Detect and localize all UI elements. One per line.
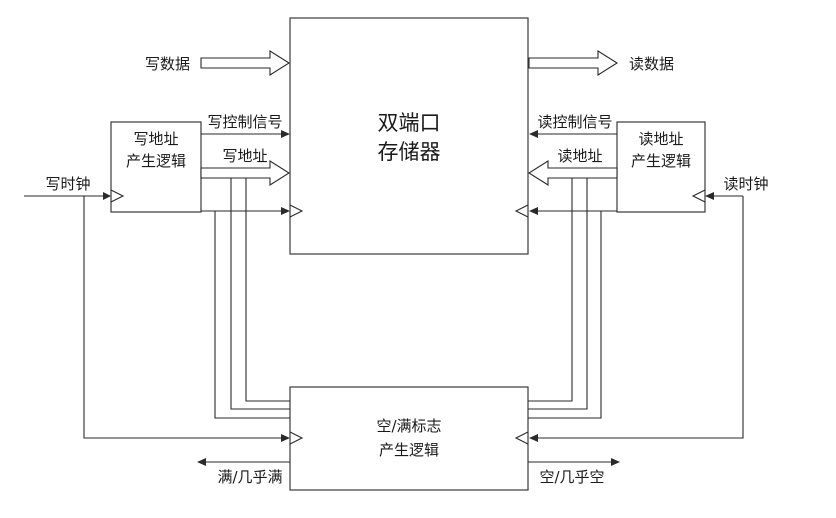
read-addr-gen-label-line1: 读地址 [638,130,683,148]
read-address-generator-block: 读地址 产生逻辑 [616,121,706,213]
memory-label-line2: 存储器 [378,140,441,164]
write-control-label: 写控制信号 [207,113,282,131]
write-clock-label: 写时钟 [45,175,90,193]
write-addr-gen-clock-symbol [110,189,125,203]
read-addr-gen-clock-symbol [691,189,706,203]
read-data-label: 读数据 [629,55,674,73]
write-address-label: 写地址 [222,147,267,165]
write-addr-gen-label-line1: 写地址 [133,130,178,148]
flag-read-clock-symbol [514,431,529,445]
write-data-label: 写数据 [145,55,190,73]
write-control-signal: 写控制信号 [201,113,290,138]
flag-generator-block: 空/满标志 产生逻辑 [289,386,529,491]
read-addr-gen-label-line2: 产生逻辑 [631,152,691,170]
empty-flag-output: 空/几乎空 [528,458,620,486]
memory-write-clock-input [201,204,304,218]
memory-label-line1: 双端口 [378,111,441,135]
read-clock-signal: 读时钟 [529,175,769,442]
memory-read-clock-symbol [514,204,529,218]
full-flag-label: 满/几乎满 [217,468,282,486]
dual-port-memory-block: 双端口 存储器 [289,17,529,255]
read-control-signal: 读控制信号 [529,113,617,138]
write-data-bus-arrow: 写数据 [145,50,291,76]
memory-read-clock-input [514,204,617,218]
write-addr-gen-label-line2: 产生逻辑 [126,152,186,170]
memory-write-clock-symbol [289,204,304,218]
read-address-bus-arrow: 读地址 [527,147,618,186]
read-clock-label: 读时钟 [723,175,768,193]
read-data-bus-arrow: 读数据 [528,50,674,76]
write-address-generator-block: 写地址 产生逻辑 [110,121,202,213]
write-side-address-lines [214,178,290,419]
flag-gen-label-line2: 产生逻辑 [379,441,439,459]
empty-flag-label: 空/几乎空 [539,468,604,486]
read-control-label: 读控制信号 [537,113,612,131]
read-address-label: 读地址 [557,147,602,165]
read-side-address-lines [528,178,602,419]
flag-gen-label-line1: 空/满标志 [376,417,441,435]
write-address-bus-arrow: 写地址 [200,147,291,186]
flag-write-clock-symbol [289,431,304,445]
write-clock-signal: 写时钟 [24,175,290,442]
full-flag-output: 满/几乎满 [197,458,290,486]
